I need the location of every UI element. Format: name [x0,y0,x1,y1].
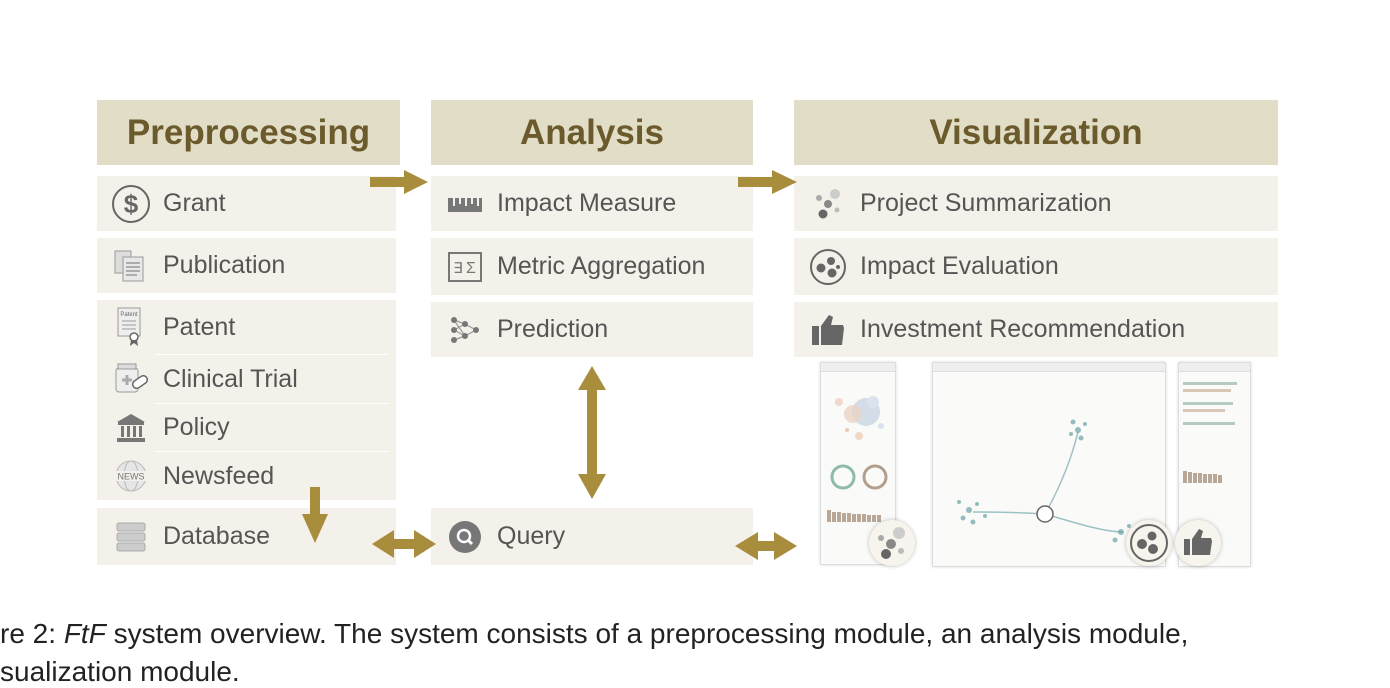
ruler-icon [443,182,487,226]
scatter-dots-icon [806,182,850,226]
caption-prefix: re 2: [0,618,64,649]
svg-text:$: $ [124,189,139,219]
item-label: Metric Aggregation [497,252,706,280]
svg-text:Σ: Σ [466,260,476,277]
news-icon-text: NEWS [118,472,145,482]
circle-dots-icon [806,245,850,289]
preprocessing-item-database: Database [97,508,396,565]
patent-icon-text: Patent [120,312,138,318]
analysis-item-metric-aggregation: ∃Σ Metric Aggregation [431,238,753,295]
thumbnail-histogram [821,500,895,530]
arrow-database-query-bidirectional [372,530,436,558]
pill-bottle-icon [109,357,153,401]
arrow-query-visualization-bidirectional [735,532,797,560]
caption-system-name: FtF [63,618,106,649]
visualization-item-project-summarization: Project Summarization [794,176,1278,231]
visualization-title: Visualization [929,112,1143,152]
thumbs-up-icon [806,308,850,352]
analysis-title: Analysis [520,112,664,152]
preprocessing-item-grant: $ Grant [97,176,396,231]
analysis-header: Analysis [431,100,753,165]
impact-evaluation-badge [1126,520,1172,566]
thumbnail-ranking-bars [1179,372,1250,435]
item-label: Impact Evaluation [860,252,1059,280]
thumbnail-titlebar [821,363,895,372]
analysis-item-query: Query [431,508,753,565]
dollar-icon: $ [109,182,153,226]
project-summarization-badge [869,520,915,566]
item-divider [155,354,388,355]
item-label: Patent [163,312,236,341]
preprocessing-title: Preprocessing [126,112,371,152]
arrow-preprocessing-to-analysis [370,170,428,194]
item-divider [155,403,388,404]
figure-caption-line1: re 2: FtF system overview. The system co… [0,618,1188,650]
cluster-view-thumbnail [835,396,884,440]
thumbnail-donuts [821,457,895,500]
preprocessing-item-publication: Publication [97,238,396,293]
preprocessing-item-newsfeed: NEWS Newsfeed [97,452,396,500]
government-building-icon [109,406,153,450]
visualization-item-investment-recommendation: Investment Recommendation [794,302,1278,357]
svg-text:∃: ∃ [453,260,462,277]
investment-recommendation-badge [1175,520,1221,566]
preprocessing-header: Preprocessing [97,100,400,165]
item-label: Investment Recommendation [860,315,1186,343]
visualization-header: Visualization [794,100,1278,165]
arrow-analysis-to-visualization [738,170,797,194]
preprocessing-group [97,300,396,500]
item-divider [155,451,388,452]
preprocessing-item-patent: Patent Patent [97,300,396,354]
item-label: Newsfeed [163,461,275,490]
thumbnail-titlebar [1179,363,1250,372]
item-label: Policy [163,413,230,441]
arrow-newsfeed-to-database [302,487,328,543]
item-label: Database [163,522,271,550]
search-icon [443,515,487,559]
item-label: Clinical Trial [163,364,298,393]
item-label: Project Summarization [860,189,1112,217]
news-globe-icon: NEWS [109,454,153,498]
analysis-item-impact-measure: Impact Measure [431,176,753,231]
neural-network-icon [443,308,487,352]
figure-caption-line2: sualization module. [0,656,240,688]
patent-icon: Patent [109,305,153,349]
item-label: Impact Measure [497,189,677,217]
item-label: Publication [163,251,286,279]
item-label: Grant [163,189,226,217]
sigma-icon: ∃Σ [443,245,487,289]
visualization-item-impact-evaluation: Impact Evaluation [794,238,1278,295]
caption-line1-text: system overview. The system consists of … [105,618,1189,649]
document-icon [109,244,153,288]
arrow-prediction-query-bidirectional [578,366,606,499]
item-label: Query [497,522,566,550]
caption-line2-text: sualization module. [0,656,240,687]
preprocessing-item-policy: Policy [97,404,396,451]
preprocessing-item-clinical-trial: Clinical Trial [97,355,396,403]
item-label: Prediction [497,315,609,343]
thumbnail-titlebar [933,363,1165,372]
analysis-item-prediction: Prediction [431,302,753,357]
thumbnail-histogram [1179,435,1250,485]
database-icon [109,515,153,559]
